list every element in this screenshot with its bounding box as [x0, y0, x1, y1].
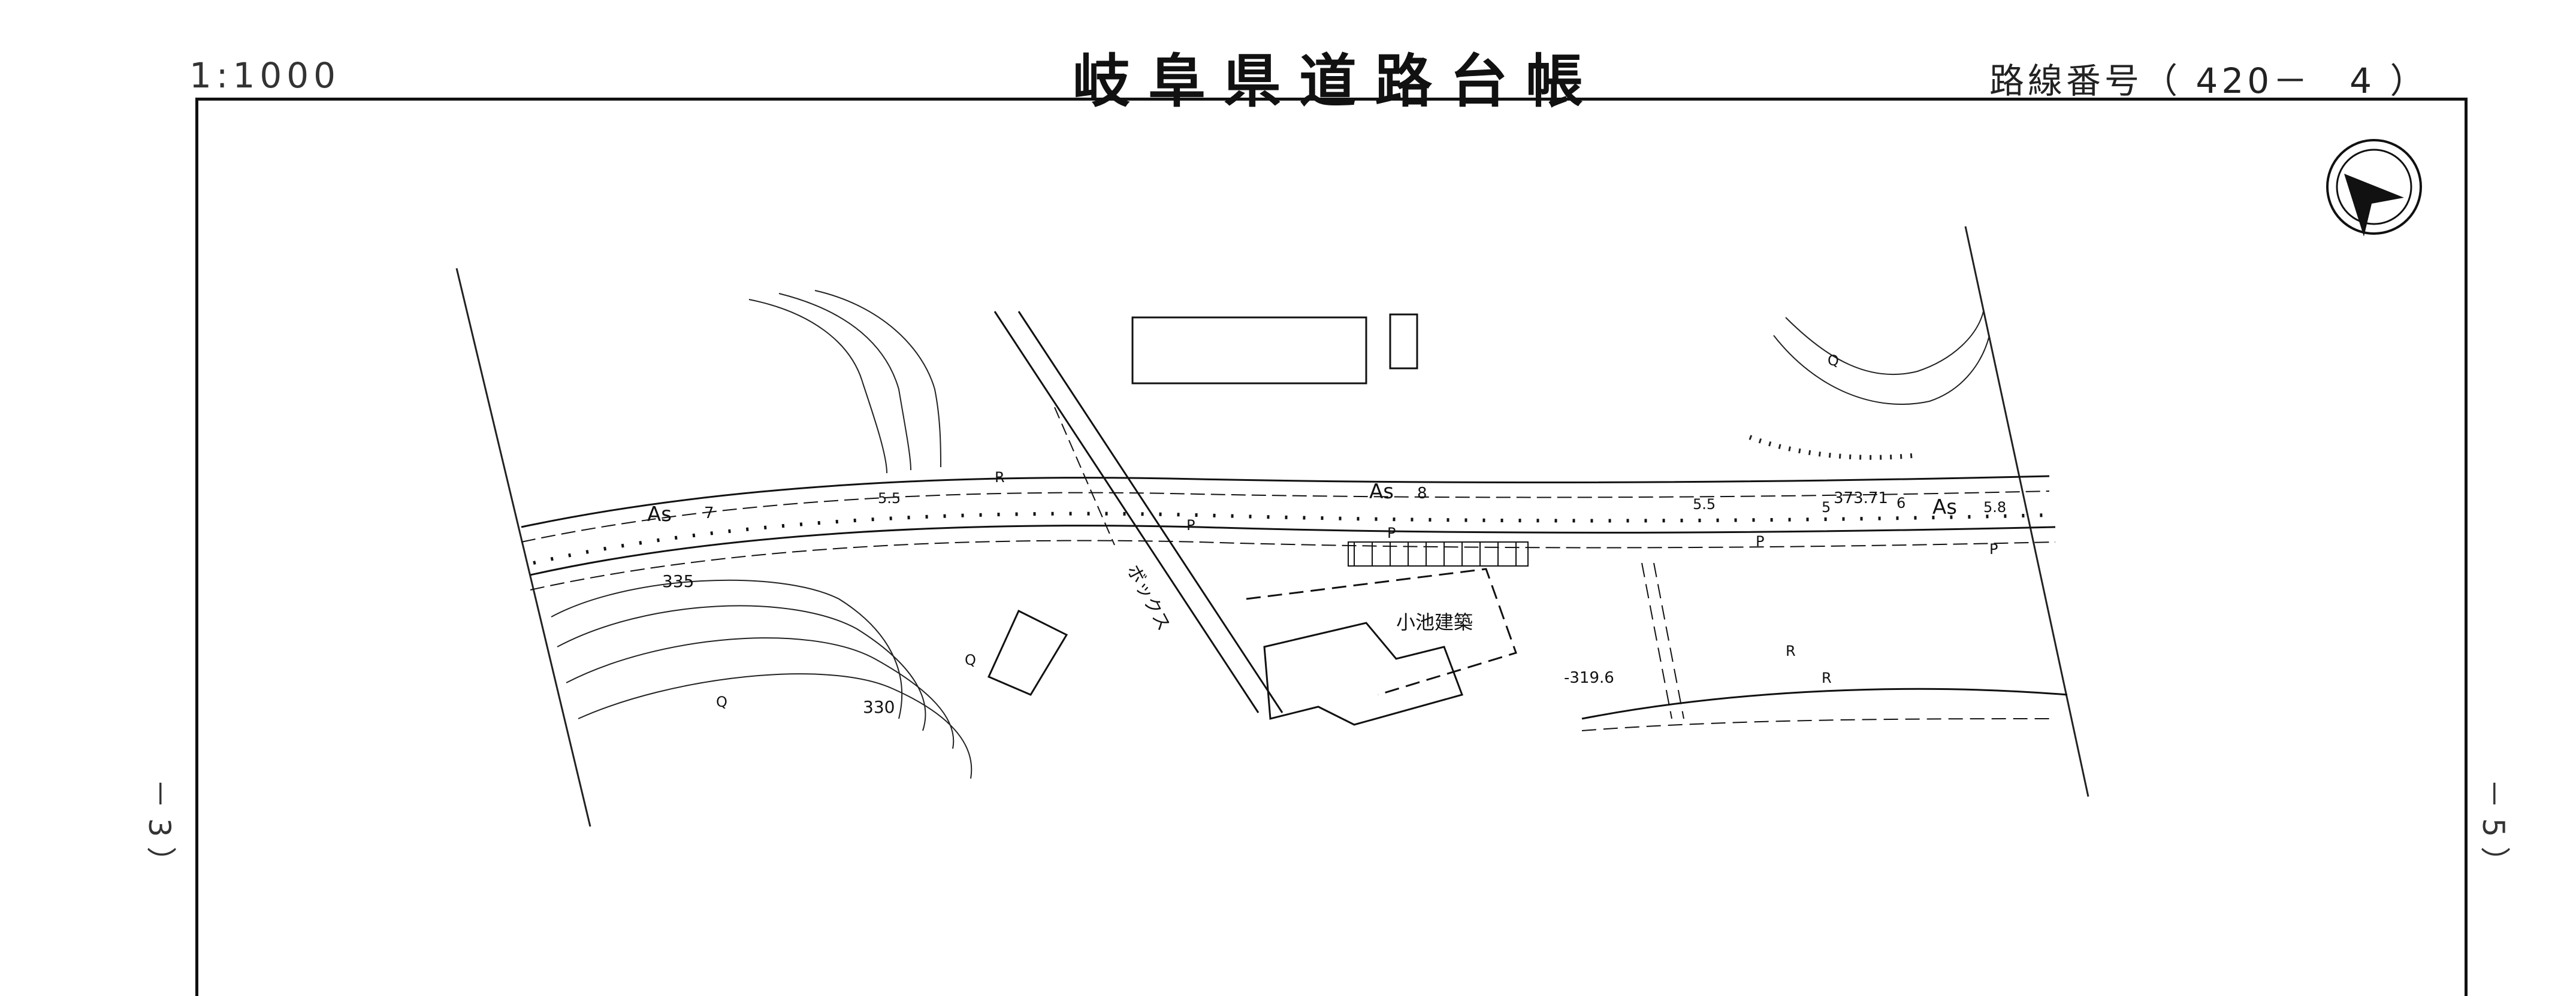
road-width-5: 5 — [1822, 499, 1831, 516]
surface-label-as-1: As — [647, 502, 672, 526]
symbol-p-3: P — [1756, 533, 1764, 550]
sheet-number-left: － 3 ） — [142, 779, 177, 877]
road-width-5-8: 5.8 — [1983, 499, 2006, 516]
symbol-r-1: R — [995, 469, 1005, 486]
symbol-p-4: P — [1989, 541, 1998, 558]
symbol-q-1: Q — [1828, 352, 1839, 369]
sheet-number-right: － 5 ） — [2476, 779, 2511, 877]
map-scale: 1:1000 — [189, 55, 341, 96]
road-map-drawing: As As As 8 7 5.5 5.5 5 5.8 6 335 330 373… — [455, 139, 2422, 827]
route-number: 路線番号（ 420－ 4 ） — [1989, 60, 2429, 101]
symbol-r-3: R — [1822, 670, 1832, 686]
elevation-label-2: -319.6 — [1564, 669, 1614, 687]
contour-label-330: 330 — [863, 697, 895, 717]
road-width-5-5-a: 5.5 — [878, 490, 901, 507]
north-arrow-icon — [2326, 139, 2422, 237]
road-width-6: 6 — [1896, 495, 1905, 511]
document-title: 岐阜県道路台帳 — [1073, 48, 1601, 115]
road-width-7: 7 — [704, 504, 714, 522]
map-frame — [195, 98, 2468, 996]
symbol-q-3: Q — [716, 694, 727, 710]
contour-label-335: 335 — [662, 571, 694, 591]
road-width-8: 8 — [1417, 485, 1427, 502]
building-label: 小池建築 — [1396, 611, 1473, 634]
road-width-5-5-b: 5.5 — [1693, 496, 1716, 513]
symbol-q-2: Q — [965, 652, 976, 668]
surface-label-as-3: As — [1932, 495, 1957, 519]
symbol-r-2: R — [1786, 643, 1796, 659]
elevation-label: 373.71 — [1834, 489, 1888, 507]
surface-label-as-2: As — [1369, 480, 1394, 504]
symbol-p-2: P — [1387, 525, 1396, 541]
symbol-p-1: P — [1186, 517, 1195, 534]
